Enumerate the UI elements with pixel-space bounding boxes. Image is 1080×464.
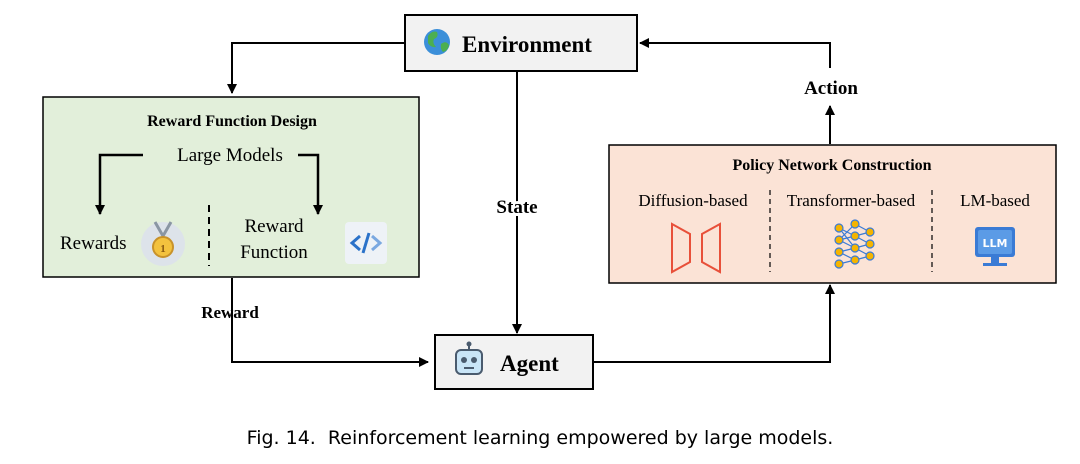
diffusion-icon: [671, 222, 721, 274]
reward-function-design-box: Reward Function Design Large Models Rewa…: [42, 96, 420, 278]
llm-badge: LLM: [983, 237, 1008, 250]
svg-text:1: 1: [160, 243, 166, 255]
large-models-to-reward-function-arrow: [298, 153, 323, 215]
reward-to-agent-arrow: [231, 278, 429, 367]
reward-function-label-line2: Function: [240, 242, 308, 263]
code-icon: [345, 222, 387, 264]
figure-caption: Fig. 14. Reinforcement learning empowere…: [247, 427, 834, 449]
neural-network-icon: [834, 219, 875, 269]
llm-monitor-icon: LLM: [975, 227, 1015, 266]
globe-icon: [424, 29, 450, 55]
agent-node: Agent: [434, 334, 594, 390]
action-to-env-arrow: [639, 38, 831, 68]
policy-network-construction-box: Policy Network Construction Diffusion-ba…: [608, 144, 1057, 284]
large-models-label: Large Models: [177, 145, 283, 166]
policy-title: Policy Network Construction: [732, 157, 931, 174]
large-models-to-rewards-arrow: [95, 153, 143, 215]
action-label: Action: [804, 78, 858, 99]
state-label: State: [496, 197, 537, 218]
agent-label: Agent: [500, 351, 559, 376]
lm-based-label: LM-based: [960, 191, 1030, 210]
rewards-label: Rewards: [60, 233, 126, 254]
medal-icon: 1: [141, 221, 185, 266]
robot-icon: [455, 341, 483, 375]
env-to-reward-arrow: [227, 42, 405, 94]
reward-function-label-line1: Reward: [244, 216, 304, 237]
transformer-label: Transformer-based: [787, 191, 916, 210]
diffusion-label: Diffusion-based: [638, 191, 748, 210]
environment-node: Environment: [404, 14, 638, 72]
environment-label: Environment: [462, 32, 592, 57]
connectors: [227, 38, 835, 367]
reward-design-title: Reward Function Design: [147, 113, 317, 130]
agent-to-policy-arrow: [593, 284, 835, 363]
reward-label: Reward: [201, 303, 259, 322]
